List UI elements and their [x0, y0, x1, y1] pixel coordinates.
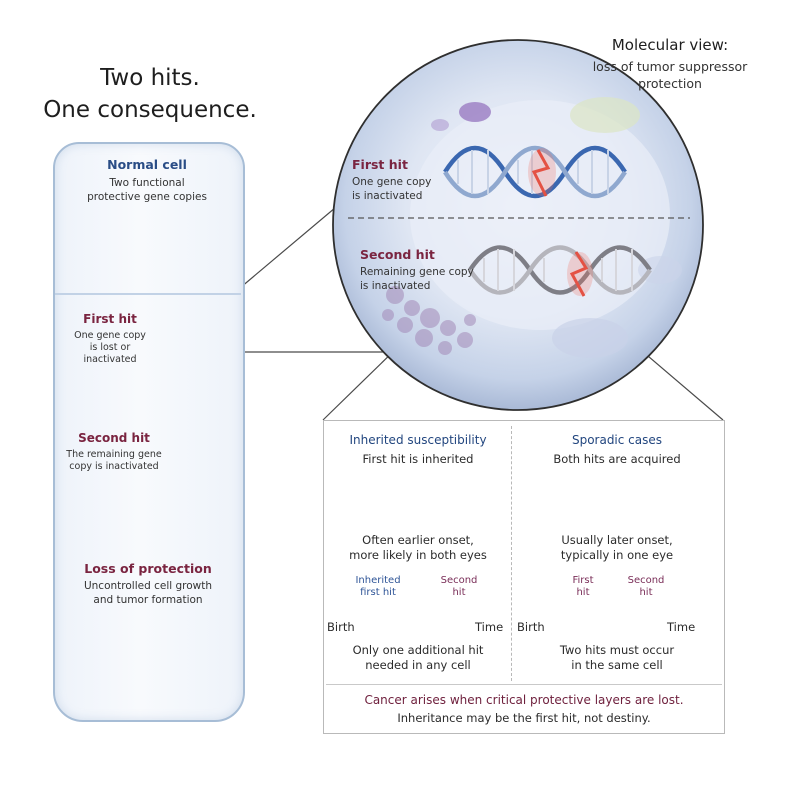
sporadic-timeline-start: Birth: [517, 620, 545, 634]
tube-divider: [55, 293, 241, 295]
inherited-timeline-start: Birth: [327, 620, 355, 634]
cell-progression-tube: [53, 142, 245, 722]
inherited-onset-line1: Often earlier onset,: [362, 533, 474, 547]
inherited-note: Only one additional hit needed in any ce…: [326, 643, 510, 673]
inherited-header: Inherited susceptibility First hit is in…: [326, 433, 510, 467]
panel-conclusion-divider: [326, 684, 722, 685]
sporadic-note: Two hits must occur in the same cell: [514, 643, 720, 673]
molecular-first-hit-line1: One gene copy: [352, 176, 432, 188]
inherited-mark1-line2: first hit: [360, 587, 396, 598]
conclusion-line2: Inheritance may be the first hit, not de…: [397, 711, 651, 725]
sporadic-mark2-line2: hit: [639, 587, 653, 598]
molecular-first-hit-label: First hit One gene copy is inactivated: [352, 157, 452, 203]
inherited-onset-line2: more likely in both eyes: [349, 548, 487, 562]
main-title-line2: One consequence.: [43, 97, 257, 123]
sporadic-mark1-label: First hit: [560, 575, 606, 599]
inherited-note-line2: needed in any cell: [365, 658, 471, 672]
inherited-mark2-line1: Second: [440, 575, 478, 586]
molecular-view-title: Molecular view:: [611, 36, 729, 54]
molecular-subtitle-line2: protection: [638, 76, 702, 91]
inherited-mark2-line2: hit: [452, 587, 466, 598]
inherited-subtitle: First hit is inherited: [362, 452, 474, 466]
loss-line2: and tumor formation: [93, 594, 203, 606]
dna-helix-first-hit: [443, 145, 627, 199]
molecular-second-hit-title: Second hit: [360, 247, 435, 262]
tube-first-hit-line1: One gene copy: [74, 330, 146, 341]
sporadic-subtitle: Both hits are acquired: [553, 452, 681, 466]
sporadic-mark1-line2: hit: [576, 587, 590, 598]
sporadic-onset-line1: Usually later onset,: [561, 533, 673, 547]
sporadic-mark2-line1: Second: [627, 575, 665, 586]
molecular-second-hit-label: Second hit Remaining gene copy is inacti…: [360, 247, 480, 293]
sporadic-note-line2: in the same cell: [571, 658, 663, 672]
sporadic-onset-line2: typically in one eye: [560, 548, 674, 562]
inherited-mark1-line1: Inherited: [355, 575, 401, 586]
sporadic-title: Sporadic cases: [571, 433, 663, 447]
molecular-view-subtitle: loss of tumor suppressor protection: [575, 58, 765, 92]
conclusion-line1: Cancer arises when critical protective l…: [364, 693, 684, 707]
tube-first-hit-title: First hit: [83, 312, 137, 326]
normal-cell-line1: Two functional: [109, 177, 185, 189]
tube-second-hit-label: Second hit The remaining gene copy is in…: [64, 431, 164, 473]
loss-line1: Uncontrolled cell growth: [83, 580, 213, 592]
inherited-mark2-label: Second hit: [434, 575, 484, 599]
tube-second-hit-line2: copy is inactivated: [69, 461, 159, 472]
main-title: Two hits. One consequence.: [30, 62, 270, 126]
molecular-subtitle-line1: loss of tumor suppressor: [592, 59, 748, 74]
panel-column-divider: [511, 426, 512, 681]
molecular-second-hit-line2: is inactivated: [360, 280, 431, 292]
inherited-onset: Often earlier onset, more likely in both…: [326, 533, 510, 563]
tube-normal-label: Normal cell Two functional protective ge…: [62, 157, 232, 204]
tube-loss-label: Loss of protection Uncontrolled cell gro…: [60, 561, 236, 607]
molecular-first-hit-title: First hit: [352, 157, 408, 172]
tube-first-hit-label: First hit One gene copy is lost or inact…: [62, 312, 158, 366]
tube-second-hit-title: Second hit: [78, 431, 150, 445]
tube-second-hit-line1: The remaining gene: [66, 449, 162, 460]
sporadic-mark2-label: Second hit: [621, 575, 671, 599]
inherited-timeline-end: Time: [475, 620, 504, 634]
molecular-cell-illustration: [332, 39, 704, 411]
inherited-mark1-label: Inherited first hit: [348, 575, 408, 599]
tube-first-hit-line2: is lost or inactivated: [83, 342, 137, 365]
inherited-title: Inherited susceptibility: [349, 433, 487, 447]
normal-cell-line2: protective gene copies: [87, 191, 207, 203]
sporadic-onset: Usually later onset, typically in one ey…: [514, 533, 720, 563]
main-title-line1: Two hits.: [100, 65, 200, 91]
molecular-second-hit-line1: Remaining gene copy: [360, 266, 474, 278]
inherited-note-line1: Only one additional hit: [352, 643, 484, 657]
sporadic-mark1-line1: First: [572, 575, 594, 586]
sporadic-note-line1: Two hits must occur: [559, 643, 675, 657]
comparison-panel: [323, 420, 725, 734]
sporadic-header: Sporadic cases Both hits are acquired: [514, 433, 720, 467]
dna-helix-second-hit: [468, 245, 652, 295]
molecular-first-hit-line2: is inactivated: [352, 190, 423, 202]
conclusion: Cancer arises when critical protective l…: [326, 693, 722, 726]
loss-of-protection-title: Loss of protection: [84, 561, 212, 576]
normal-cell-title: Normal cell: [107, 157, 187, 172]
sporadic-timeline-end: Time: [667, 620, 696, 634]
